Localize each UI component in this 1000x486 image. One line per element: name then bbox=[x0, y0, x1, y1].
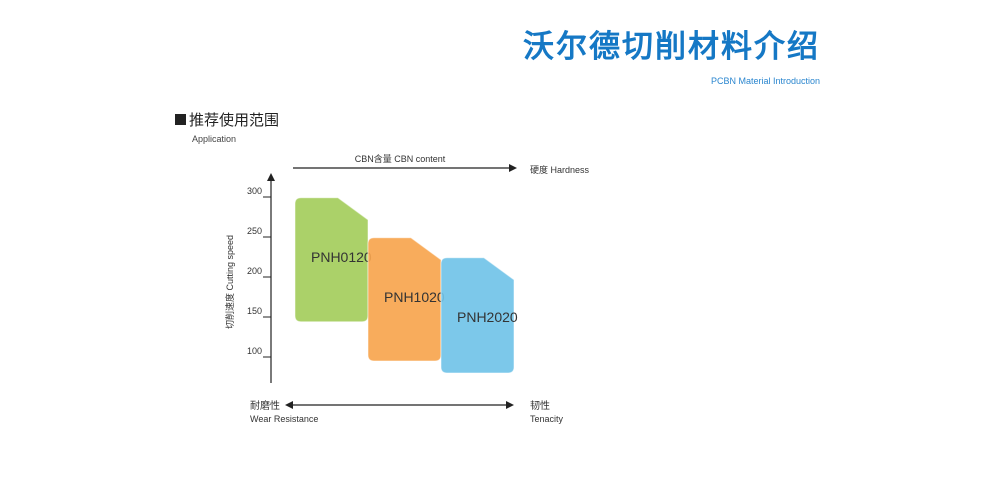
page-subtitle: PCBN Material Introduction bbox=[710, 76, 820, 86]
y-axis-label: 切削速度 Cutting speed bbox=[224, 235, 235, 329]
grade-label: PNH2020 bbox=[457, 309, 518, 325]
y-tick-label: 200 bbox=[247, 266, 262, 276]
bottom-right-label: 韧性 bbox=[530, 399, 550, 412]
grade-label: PNH1020 bbox=[384, 289, 445, 305]
y-tick-label: 150 bbox=[247, 306, 262, 316]
top-axis-end-label: 硬度 Hardness bbox=[530, 164, 590, 175]
top-axis-label: CBN含量 CBN content bbox=[355, 153, 446, 164]
section-heading-text: 推荐使用范围 bbox=[189, 111, 280, 129]
section-subheading: Application bbox=[192, 134, 237, 144]
section-heading: 推荐使用范围 bbox=[175, 109, 279, 130]
bottom-right-label-en: Tenacity bbox=[530, 414, 564, 424]
bottom-left-label-en: Wear Resistance bbox=[250, 414, 318, 424]
grade-label: PNH0120 bbox=[311, 249, 372, 265]
y-axis-ticks: 300 250 200 150 100 bbox=[247, 186, 271, 358]
y-tick-label: 100 bbox=[247, 346, 262, 356]
bottom-left-label: 耐磨性 bbox=[250, 399, 280, 412]
grade-region-pnh2020 bbox=[440, 257, 515, 374]
y-tick-label: 300 bbox=[247, 186, 262, 196]
square-bullet-icon bbox=[175, 114, 186, 125]
page-title: 沃尔德切削材料介绍 bbox=[523, 29, 820, 65]
y-tick-label: 250 bbox=[247, 226, 262, 236]
